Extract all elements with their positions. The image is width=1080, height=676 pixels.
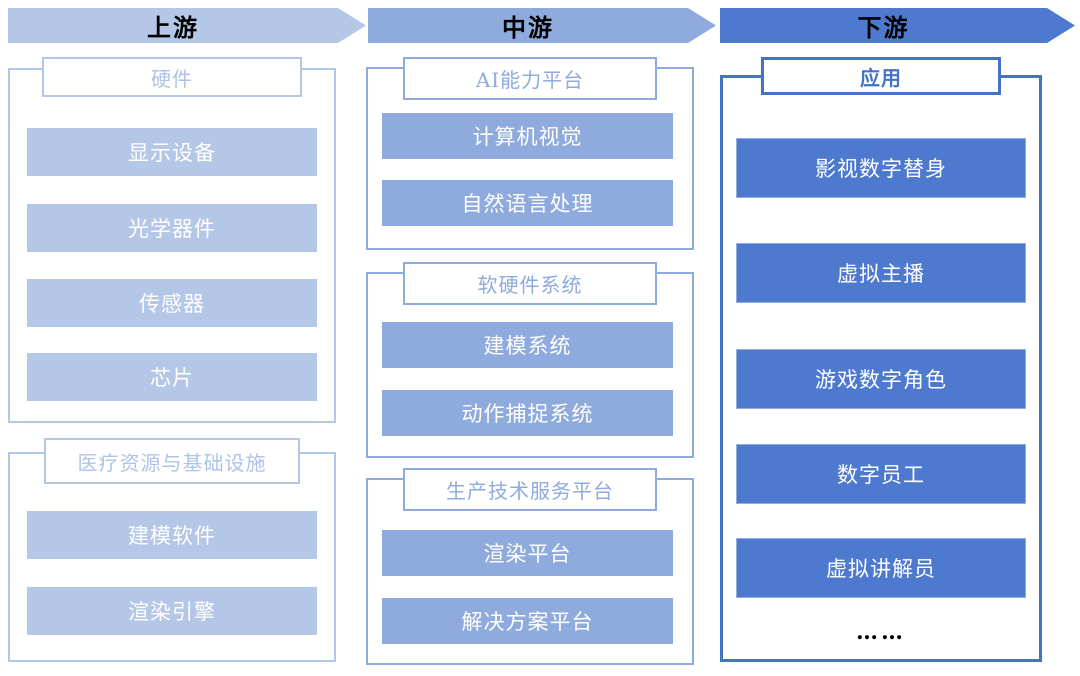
group-ai-capability-platform: AI能力平台 计算机视觉 自然语言处理 <box>366 57 694 250</box>
group-title: 软硬件系统 <box>403 262 657 305</box>
stage-arrow-upstream: 上游 <box>8 8 366 43</box>
group-title: 硬件 <box>42 57 302 97</box>
item-box: 虚拟主播 <box>736 243 1026 303</box>
group-title: AI能力平台 <box>403 57 657 100</box>
item-box: 建模软件 <box>27 511 317 559</box>
group-title: 医疗资源与基础设施 <box>44 438 300 484</box>
item-box: 游戏数字角色 <box>736 349 1026 409</box>
item-box: 芯片 <box>27 353 317 401</box>
item-box: 解决方案平台 <box>382 598 673 644</box>
item-box: 渲染引擎 <box>27 587 317 635</box>
stage-label-midstream: 中游 <box>502 13 554 42</box>
stage-arrow-downstream: 下游 <box>720 8 1075 43</box>
stage-label-upstream: 上游 <box>147 13 199 42</box>
group-resources-infrastructure: 医疗资源与基础设施 建模软件 渲染引擎 <box>8 438 336 662</box>
item-box: 数字员工 <box>736 444 1026 504</box>
group-software-hardware-systems: 软硬件系统 建模系统 动作捕捉系统 <box>366 262 694 458</box>
group-hardware: 硬件 显示设备 光学器件 传感器 芯片 <box>8 57 336 423</box>
item-box: 自然语言处理 <box>382 180 673 226</box>
item-box: 传感器 <box>27 279 317 327</box>
item-box: 虚拟讲解员 <box>736 538 1026 598</box>
group-title: 生产技术服务平台 <box>403 468 657 511</box>
item-box: 计算机视觉 <box>382 113 673 159</box>
item-box: 光学器件 <box>27 204 317 252</box>
more-ellipsis: …… <box>856 619 906 645</box>
group-production-tech-service-platform: 生产技术服务平台 渲染平台 解决方案平台 <box>366 468 694 665</box>
item-box: 显示设备 <box>27 128 317 176</box>
group-title: 应用 <box>761 57 1001 95</box>
stage-arrow-midstream: 中游 <box>368 8 716 43</box>
item-box: 动作捕捉系统 <box>382 390 673 436</box>
stage-label-downstream: 下游 <box>857 13 910 42</box>
group-applications: 应用 影视数字替身 虚拟主播 游戏数字角色 数字员工 虚拟讲解员 …… <box>720 57 1042 662</box>
item-box: 影视数字替身 <box>736 138 1026 198</box>
item-box: 渲染平台 <box>382 530 673 576</box>
item-box: 建模系统 <box>382 322 673 368</box>
